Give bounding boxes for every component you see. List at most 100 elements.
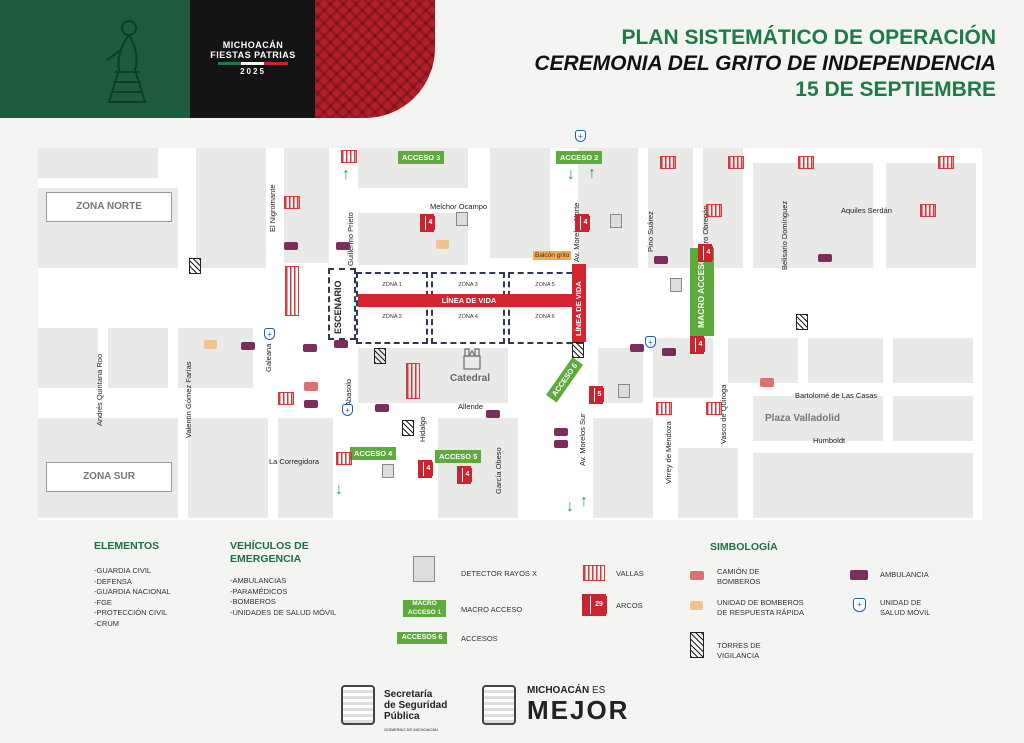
vehiculos-title-line1: VEHÍCULOS DE: [230, 540, 309, 552]
legend-accesos-box: ACCESOS 6: [397, 632, 447, 644]
legend-arcos-label: ARCOS: [616, 601, 643, 610]
city-block: [108, 328, 168, 388]
city-block: [578, 148, 638, 268]
michoacan-seal-icon: [341, 685, 375, 725]
city-block: [490, 148, 550, 258]
street-bartolome: Bartolomé de Las Casas: [795, 391, 878, 400]
zone-5-label: ZONA 5: [535, 282, 555, 288]
street-melchor-ocampo: Melchor Ocampo: [430, 202, 488, 211]
valla-icon: [284, 196, 300, 209]
ambulance-icon: [818, 254, 832, 262]
watchtower-icon: [374, 348, 386, 364]
street-el-nigromante: El Nigromante: [268, 184, 277, 232]
ambulance-icon: [304, 400, 318, 408]
city-block: [38, 148, 158, 178]
macro-acceso-box: MACRO ACCESO 1: [690, 248, 714, 336]
xray-detector-icon: [610, 214, 622, 228]
arco-icon: 4: [420, 214, 435, 232]
legend-valla-icon: [583, 565, 605, 581]
city-block: [38, 328, 98, 388]
legend-ambulance-icon: [850, 570, 868, 580]
city-block: [358, 213, 468, 265]
simbologia-title: SIMBOLOGÍA: [710, 541, 778, 553]
arco-icon: 4: [698, 244, 713, 262]
elemento-item: -CRUM: [94, 618, 119, 628]
acceso-6-label: ACCESO 6: [546, 357, 584, 403]
elemento-item: -PROTECCIÓN CIVIL: [94, 608, 168, 617]
legend-salud-line1: UNIDAD DE: [880, 598, 922, 607]
macro-acceso-label: MACRO ACCESO 1: [696, 250, 706, 328]
zona-sur-label: ZONA SUR: [46, 462, 172, 492]
acceso-2-label: ACCESO 2: [556, 151, 603, 164]
legend-salud-movil-icon: +: [853, 598, 866, 612]
street-valentin: Valentín Gómez Farías: [184, 361, 193, 438]
xray-detector-icon: [670, 278, 682, 292]
valla-icon: [706, 402, 722, 415]
street-andres-quintana: Andrés Quintana Roo: [95, 353, 104, 426]
ambulance-icon: [662, 348, 676, 356]
ambulance-icon: [334, 340, 348, 348]
city-block: [593, 418, 653, 518]
mich-line1: MICHOACÁN: [527, 685, 590, 696]
exit-arrow-down-icon: ↓: [567, 166, 575, 183]
zona-norte-label: ZONA NORTE: [46, 192, 172, 222]
legend-macro-label: MACRO ACCESO: [461, 605, 523, 614]
linea-de-vida-vertical: LÍNEA DE VIDA: [572, 264, 586, 342]
acceso-4-label: ACCESO 4: [350, 447, 397, 460]
legend-ambulancia-label: AMBULANCIA: [880, 570, 929, 579]
city-block: [178, 328, 253, 388]
entry-arrow-up-icon: ↑: [588, 165, 596, 182]
city-block: [753, 163, 873, 268]
ssp-line3: Pública: [384, 711, 420, 722]
zone-1-2: ZONA 1 ZONA 2: [356, 272, 428, 344]
escenario-stage: ESCENARIO: [328, 268, 356, 340]
xray-detector-icon: [618, 384, 630, 398]
fire-truck-icon: [304, 382, 318, 391]
valla-icon: [406, 363, 420, 399]
ambulance-icon: [336, 242, 350, 250]
valla-icon: [706, 204, 722, 217]
city-block: [808, 338, 883, 383]
title-line1: PLAN SISTEMÁTICO DE OPERACIÓN: [621, 26, 996, 49]
place-catedral: Catedral: [450, 373, 491, 384]
fiestas-patrias-logo: MICHOACÁN FIESTAS PATRIAS 2025: [192, 40, 314, 76]
city-block: [893, 338, 973, 383]
vehiculos-list: -AMBULANCIAS -PARAMÉDICOS -BOMBEROS -UNI…: [230, 576, 336, 618]
ssp-line1: Secretaría: [384, 689, 433, 700]
acceso-3-label: ACCESO 3: [398, 151, 445, 164]
header-black-band: [190, 0, 315, 118]
fast-response-unit-icon: [204, 340, 217, 349]
logo-year: 2025: [240, 67, 266, 76]
valla-icon: [336, 452, 352, 465]
legend-unidad-line1: UNIDAD DE BOMBEROS: [717, 598, 804, 607]
valla-icon: [920, 204, 936, 217]
zone-1-label: ZONA 1: [382, 282, 402, 288]
valla-icon: [660, 156, 676, 169]
legend-torres-label: TORRES DE VIGILANCIA: [717, 641, 761, 661]
header-green-band: [0, 0, 190, 118]
valla-icon: [341, 150, 357, 163]
legend-detector-label: DETECTOR RAYOS X: [461, 569, 537, 578]
watchtower-icon: [572, 342, 584, 358]
ambulance-icon: [284, 242, 298, 250]
salud-movil-icon: +: [342, 404, 353, 416]
city-block: [753, 453, 973, 518]
vehiculos-title: VEHÍCULOS DE EMERGENCIA: [230, 540, 309, 566]
street-pino-suarez: Pino Suárez: [646, 211, 655, 252]
zone-2-label: ZONA 2: [382, 314, 402, 320]
street-morelos-sur: Av. Morelos Sur: [578, 413, 587, 466]
watchtower-icon: [796, 314, 808, 330]
salud-movil-icon: +: [264, 328, 275, 340]
ambulance-icon: [630, 344, 644, 352]
mich-line2: MEJOR: [527, 695, 630, 725]
church-icon: [462, 346, 482, 370]
legend-unidad-label: UNIDAD DE BOMBEROS DE RESPUESTA RÁPIDA: [717, 598, 804, 618]
ambulance-icon: [486, 410, 500, 418]
ssp-line2: de Seguridad: [384, 700, 448, 711]
woman-figure-logo: [106, 20, 147, 103]
exit-arrow-down-icon: ↓: [566, 498, 574, 515]
legend-camion-line1: CAMIÓN DE: [717, 567, 760, 576]
valla-icon: [656, 402, 672, 415]
zone-3-label: ZONA 3: [458, 282, 478, 288]
acceso-5-label: ACCESO 5: [435, 450, 482, 463]
